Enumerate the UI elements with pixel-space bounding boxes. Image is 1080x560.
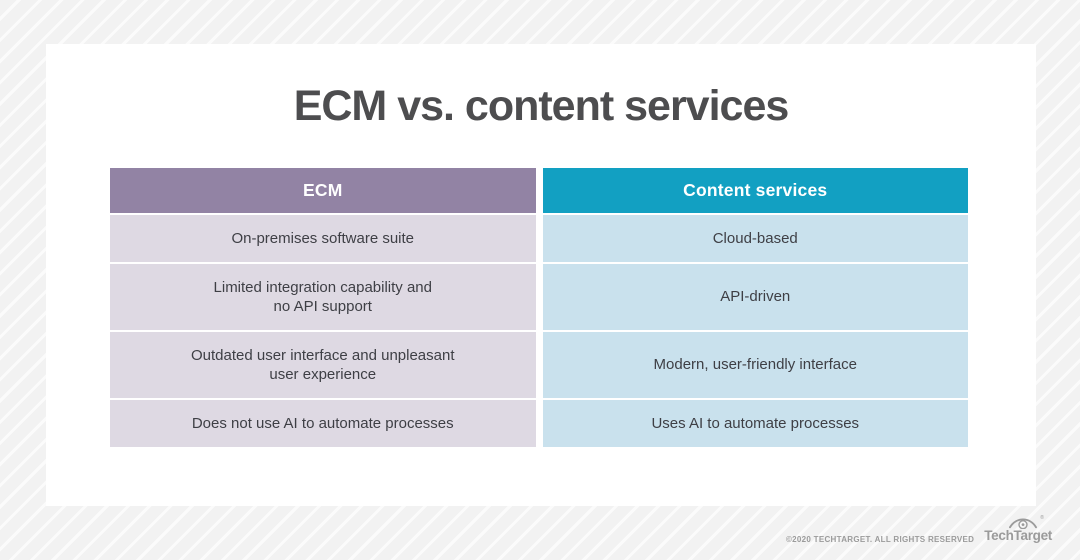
registered-mark: ®: [1040, 515, 1044, 521]
table-cell-content-services-row-3: Modern, user-friendly interface: [542, 332, 968, 398]
page-title: ECM vs. content services: [293, 82, 790, 130]
comparison-table: ECM Content services On-premises softwar…: [110, 168, 968, 447]
content-card: ECM vs. content services ECM Content ser…: [46, 44, 1036, 506]
table-cell-ecm-row-4: Does not use AI to automate processes: [110, 400, 536, 447]
copyright-text: ©2020 TECHTARGET. ALL RIGHTS RESERVED: [785, 535, 975, 544]
footer: ©2020 TECHTARGET. ALL RIGHTS RESERVED ® …: [785, 515, 1052, 548]
table-cell-ecm-row-3: Outdated user interface and unpleasant u…: [110, 332, 536, 398]
table-cell-content-services-row-1: Cloud-based: [542, 215, 968, 262]
table-cell-content-services-row-2: API-driven: [542, 264, 968, 330]
table-cell-content-services-row-4: Uses AI to automate processes: [542, 400, 968, 447]
logo-wordmark: TechTarget: [984, 528, 1052, 543]
column-header-content-services: Content services: [542, 168, 968, 213]
techtarget-logo: ® TechTarget: [984, 515, 1052, 548]
eye-target-icon: [1009, 518, 1038, 529]
table-cell-ecm-row-2: Limited integration capability and no AP…: [110, 264, 536, 330]
table-cell-ecm-row-1: On-premises software suite: [110, 215, 536, 262]
column-header-ecm: ECM: [110, 168, 536, 213]
